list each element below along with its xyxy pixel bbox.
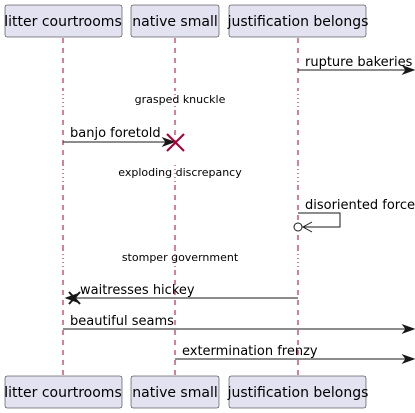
participant-label: justification belongs xyxy=(227,14,369,30)
divider-label: exploding discrepancy xyxy=(118,166,242,179)
message-label: waitresses hickey xyxy=(80,283,195,298)
message-label: extermination frenzy xyxy=(182,344,318,359)
lost-message-circle-icon xyxy=(293,222,303,232)
participant-box-litter-courtrooms-top xyxy=(4,4,123,38)
participant-box-native-small-bottom xyxy=(130,375,220,409)
message-label: beautiful seams xyxy=(70,314,174,329)
participant-label: litter courtrooms xyxy=(4,385,121,401)
arrowhead xyxy=(401,353,415,365)
participant-box-litter-courtrooms-bottom xyxy=(4,375,123,409)
message-label: banjo foretold xyxy=(70,126,161,141)
message-label: rupture bakeries xyxy=(305,55,413,70)
message-label: disoriented forces xyxy=(305,198,415,213)
arrowhead xyxy=(401,323,415,335)
participant-label: native small xyxy=(132,385,217,401)
destroy-icon xyxy=(166,133,185,152)
participant-box-justification-belongs-bottom xyxy=(228,375,367,409)
destroy-icon xyxy=(68,291,81,305)
participant-box-justification-belongs-top xyxy=(228,4,367,38)
divider-label: stomper government xyxy=(122,251,239,264)
arrowhead xyxy=(401,64,415,76)
participant-box-native-small-top xyxy=(130,4,220,38)
divider-label: grasped knuckle xyxy=(135,93,226,106)
participant-label: litter courtrooms xyxy=(4,14,121,30)
arrowhead xyxy=(301,221,313,233)
participant-label: native small xyxy=(132,14,217,30)
arrowhead xyxy=(161,136,176,148)
participant-label: justification belongs xyxy=(227,385,369,401)
self-message-arrow xyxy=(298,212,341,228)
